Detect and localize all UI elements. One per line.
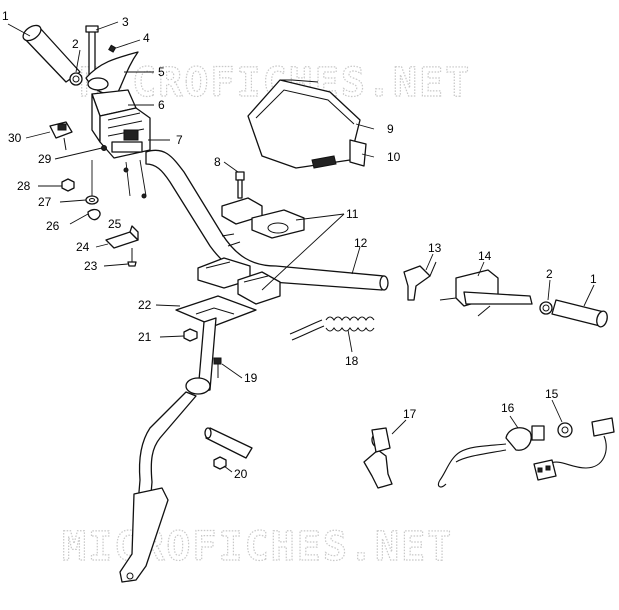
coiled-wire	[289, 316, 375, 341]
small-screw	[108, 44, 117, 53]
callout-6: 6	[158, 98, 165, 112]
key-switch-connector	[533, 417, 615, 481]
callout-30: 30	[8, 131, 22, 145]
callout-21: 21	[138, 330, 152, 344]
callout-28: 28	[17, 179, 31, 193]
steering-post	[119, 317, 217, 583]
callout-labels: 1 2 3 4 5 6 7 8 9 10 11 12 13 14 2 1 15 …	[2, 9, 597, 481]
key-switch-nut	[557, 422, 573, 438]
instrument-pod	[247, 79, 367, 169]
callout-1-right: 1	[590, 272, 597, 286]
callout-2-right: 2	[546, 267, 553, 281]
callout-1-left: 1	[2, 9, 9, 23]
upper-clamp	[221, 197, 305, 239]
nut-28	[61, 178, 75, 192]
callout-29: 29	[38, 152, 52, 166]
callout-16: 16	[501, 401, 515, 415]
leader-lines	[7, 21, 595, 473]
bolt-8	[235, 171, 245, 199]
callout-12: 12	[354, 236, 368, 250]
switch-bracket	[363, 427, 393, 489]
callout-11: 11	[346, 207, 359, 221]
callout-8: 8	[214, 155, 221, 169]
callout-15: 15	[545, 387, 559, 401]
throttle-housing-body	[99, 107, 151, 159]
right-grip	[551, 299, 608, 328]
left-end-plug	[69, 72, 83, 86]
right-end-plug	[539, 301, 553, 315]
callout-19: 19	[244, 371, 258, 385]
steering-plate	[175, 295, 257, 327]
lower-clamp	[197, 257, 281, 305]
callout-7: 7	[176, 133, 183, 147]
callout-2-left: 2	[72, 37, 79, 51]
nut-21	[183, 328, 198, 342]
callout-5: 5	[158, 65, 165, 79]
callout-10: 10	[387, 150, 401, 164]
callout-3: 3	[122, 15, 129, 29]
callout-17: 17	[403, 407, 417, 421]
callout-25: 25	[108, 217, 122, 231]
callout-22: 22	[138, 298, 152, 312]
watermark-bottom: MICROFICHES.NET	[62, 524, 453, 570]
callout-27: 27	[38, 195, 52, 209]
callout-18: 18	[345, 354, 359, 368]
callout-26: 26	[46, 219, 60, 233]
brake-lever-bracket	[403, 261, 437, 301]
clip-26	[87, 208, 101, 221]
handlebar	[145, 149, 389, 291]
ignition-switch	[437, 425, 545, 488]
callout-23: 23	[84, 259, 98, 273]
callout-20: 20	[234, 467, 248, 481]
kill-switch	[49, 121, 73, 151]
callout-4: 4	[143, 31, 150, 45]
nut-20	[213, 456, 227, 470]
callout-14: 14	[478, 249, 492, 263]
spacer-tube	[204, 427, 253, 459]
left-grip	[22, 24, 81, 83]
washer-27	[85, 195, 99, 205]
callout-9: 9	[387, 122, 394, 136]
bracket-24	[105, 225, 139, 249]
callout-13: 13	[428, 241, 442, 255]
screw-23	[127, 248, 137, 267]
screw-19	[213, 357, 222, 378]
screws-25	[91, 159, 147, 199]
screw-29	[101, 145, 107, 151]
callout-24: 24	[76, 240, 90, 254]
brake-master-cylinder	[439, 269, 533, 317]
